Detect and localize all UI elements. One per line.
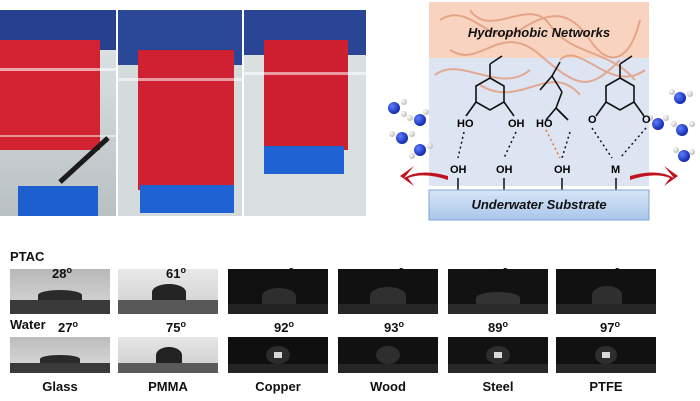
substrate-box <box>428 189 650 221</box>
water-strip-glass <box>10 337 110 373</box>
substrate-oh-1: OH <box>450 164 467 176</box>
ptac-angle-pmma: 61o <box>166 265 186 281</box>
hydrophobic-box <box>429 2 649 58</box>
hydrophobic-networks-label: Hydrophobic Networks <box>467 25 611 40</box>
ptac-strip-glass <box>10 269 110 314</box>
ptac-strip-pmma <box>118 269 218 314</box>
water-strip-steel <box>448 337 548 373</box>
group-o-2: O <box>642 114 651 126</box>
water-angle-wood: 93o <box>384 319 404 335</box>
row-label-ptac: PTAC <box>10 249 45 264</box>
interface-box <box>429 58 649 186</box>
left-arrow <box>400 166 448 186</box>
right-arrow <box>630 166 678 186</box>
photo-2-illustration <box>118 10 242 216</box>
water-angle-pmma: 75o <box>166 319 186 335</box>
water-angle-glass: 27o <box>58 319 78 335</box>
material-label-copper: Copper <box>255 379 301 394</box>
photo-1-illustration <box>0 10 116 216</box>
ptac-strip-copper <box>228 269 328 314</box>
molecule-structures <box>465 55 645 121</box>
material-label-wood: Wood <box>370 379 406 394</box>
water-strip-copper <box>228 337 328 373</box>
material-label-glass: Glass <box>42 379 78 394</box>
substrate-metal: M <box>611 164 621 176</box>
water-molecules-right <box>647 89 695 162</box>
material-label-pmma: PMMA <box>148 379 188 394</box>
water-angle-ptfe: 97o <box>600 319 620 335</box>
photo-panel-2 <box>118 10 242 216</box>
group-ho-1: HO <box>457 118 474 130</box>
ptac-strip-wood <box>338 269 438 314</box>
ptac-strip-ptfe <box>556 269 656 314</box>
water-angle-steel: 89o <box>488 319 508 335</box>
schematic-drawing <box>388 2 695 221</box>
group-ho-3: HO <box>536 118 553 130</box>
water-molecules-left <box>388 99 433 159</box>
material-label-steel: Steel <box>482 379 514 394</box>
photo-3-illustration <box>244 10 366 216</box>
hydrogen-bonds <box>457 127 647 159</box>
group-o-1: O <box>588 114 597 126</box>
substrate-oh-2: OH <box>496 164 513 176</box>
ptac-strip-steel <box>448 269 548 314</box>
polymer-chains <box>434 9 646 96</box>
material-label-ptfe: PTFE <box>589 379 623 394</box>
water-strip-wood <box>338 337 438 373</box>
ptac-angle-ptfe: 76o <box>600 265 620 281</box>
substrate-oh-3: OH <box>554 164 571 176</box>
water-strip-pmma <box>118 337 218 373</box>
ptac-angle-copper: 60o <box>274 265 294 281</box>
adhesion-schematic: Hydrophobic Networks Underwater Substrat… <box>380 0 700 225</box>
group-oh-2: OH <box>508 118 525 130</box>
row-label-water: Water <box>10 317 46 332</box>
photo-panel-1 <box>0 10 116 216</box>
ptac-angle-wood: 63o <box>384 265 404 281</box>
ptac-angle-glass: 28o <box>52 265 72 281</box>
water-strip-ptfe <box>556 337 656 373</box>
underwater-substrate-label: Underwater Substrate <box>471 197 607 212</box>
water-angle-copper: 92o <box>274 319 294 335</box>
photo-panel-3 <box>244 10 366 216</box>
ptac-angle-steel: 39o <box>488 265 508 281</box>
